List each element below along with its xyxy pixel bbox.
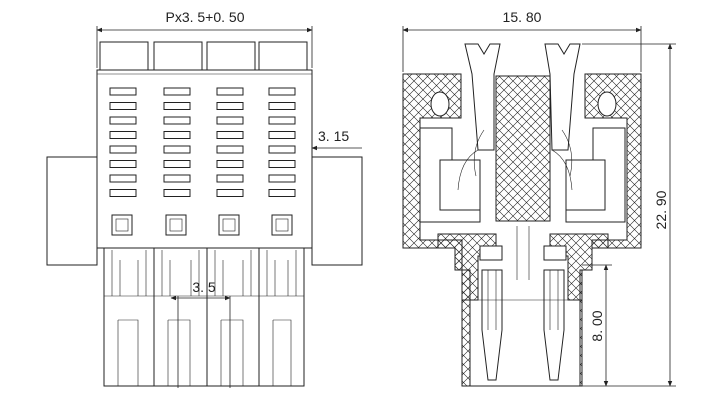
pin-length-dimension: 8. 00 [582,264,612,387]
slot [163,145,191,154]
pitch-dimension: Px3. 5+0. 50 [96,9,313,68]
width-dimension: 15. 80 [402,9,642,72]
slot [109,131,137,139]
slot [163,174,191,183]
slot [268,116,296,125]
slot [216,87,244,96]
slot [163,116,191,125]
right-side-tab [311,156,363,266]
lower-housing [103,247,305,387]
slot [109,189,137,197]
side-offset-label: 3. 15 [318,128,349,144]
slot [216,189,244,197]
slot [216,116,244,125]
slot [268,102,296,110]
slot [163,87,191,96]
inner-pitch-label: 3. 5 [192,279,216,295]
slot [268,160,296,168]
latch-squares [111,214,293,236]
slot [163,189,191,197]
center-core [495,75,551,222]
side-offset-dimension: 3. 15 [311,128,362,151]
slot [109,102,137,110]
height-dimension: 22. 90 [582,43,676,387]
slot [109,145,137,154]
slot [109,87,137,96]
inner-pitch-dimension: 3. 5 [170,279,231,388]
left-side-tab [46,156,98,266]
ventilation-slots [109,87,296,197]
slot [268,87,296,96]
slot [268,131,296,139]
lower-pins [470,226,580,381]
slot [163,131,191,139]
pin-length-label: 8. 00 [589,310,605,341]
slot [216,174,244,183]
front-body [96,69,313,249]
slot [268,145,296,154]
slot [163,102,191,110]
slot [163,160,191,168]
width-label: 15. 80 [503,9,542,25]
pitch-label: Px3. 5+0. 50 [165,9,244,25]
height-label: 22. 90 [653,190,669,229]
slot [109,116,137,125]
top-pins [99,41,308,75]
front-view: Px3. 5+0. 50 3. 15 3. 5 [46,9,363,388]
slot [109,160,137,168]
slot [216,102,244,110]
top-contacts [457,43,581,191]
slot [268,174,296,183]
slot [216,131,244,139]
section-view: 15. 80 22. 90 8. 00 [402,9,676,387]
slot [109,174,137,183]
slot [216,160,244,168]
slot [268,189,296,197]
slot [216,145,244,154]
